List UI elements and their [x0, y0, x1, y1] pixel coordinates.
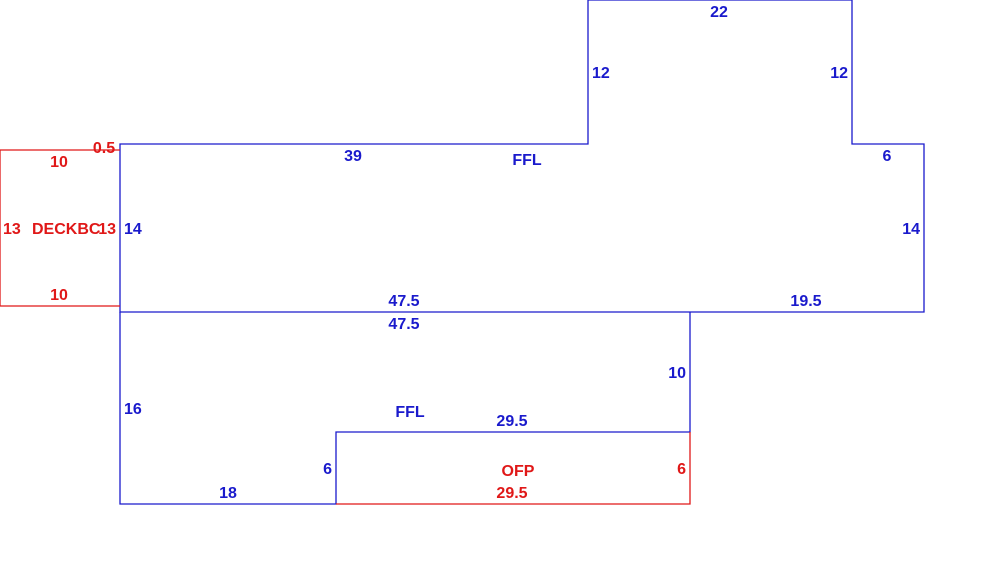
lower-ffl-outline [119, 312, 691, 505]
dim-right-step: 6 [883, 148, 892, 165]
dim-bottom-right: 19.5 [790, 293, 821, 310]
deck-outline [0, 149, 120, 307]
upper-ffl-outline [119, 0, 925, 313]
dim-deck-right: 13 [98, 221, 116, 238]
dim-deck-left: 13 [3, 221, 21, 238]
dim-notch-side: 6 [323, 461, 332, 478]
dim-ofp-right: 6 [677, 461, 686, 478]
dim-lower-bottom: 18 [219, 485, 237, 502]
ofp-name: OFP [502, 463, 535, 480]
dim-lower-top: 47.5 [388, 316, 419, 333]
dim-left-side: 14 [124, 221, 142, 238]
dim-top-left: 39 [344, 148, 362, 165]
dim-ofp-bottom: 29.5 [496, 485, 527, 502]
dim-offset-left: 0.5 [93, 140, 115, 157]
dim-bump-top: 22 [710, 4, 728, 21]
dim-lower-right: 10 [668, 365, 686, 382]
dim-deck-bottom: 10 [50, 287, 68, 304]
upper-ffl-name: FFL [512, 152, 542, 169]
deck-name: DECKBC [32, 221, 101, 238]
dim-lower-left: 16 [124, 401, 142, 418]
dim-right-side: 14 [902, 221, 920, 238]
dim-deck-top: 10 [50, 154, 68, 171]
dim-bump-right: 12 [830, 65, 848, 82]
dim-bottom-left: 47.5 [388, 293, 419, 310]
lower-ffl-name: FFL [395, 404, 425, 421]
ofp-outline [336, 432, 691, 505]
dim-notch-top: 29.5 [496, 413, 527, 430]
dim-bump-left: 12 [592, 65, 610, 82]
